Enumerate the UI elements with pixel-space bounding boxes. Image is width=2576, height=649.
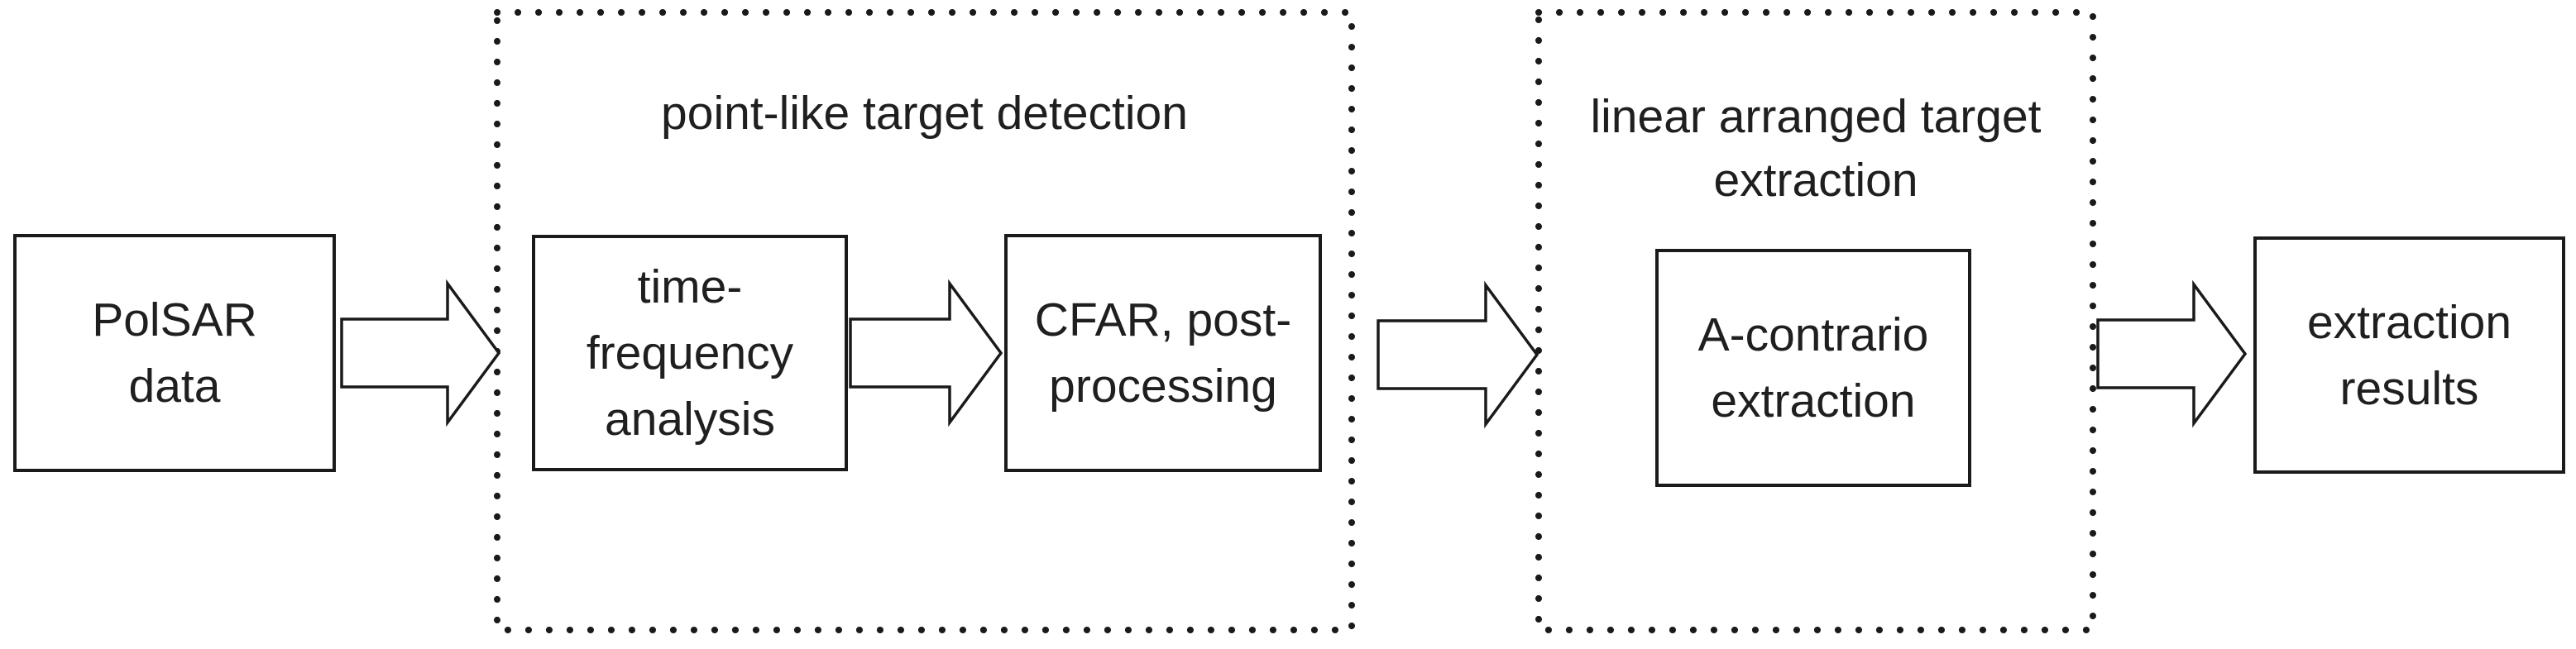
polsar-data-label: PolSAR data <box>92 293 257 413</box>
point-like-target-detection-title: point-like target detection <box>661 87 1188 140</box>
a-contrario-extraction-label: A-contrario extraction <box>1697 308 1929 427</box>
flow-arrow-icon <box>1377 280 1539 429</box>
linear-arranged-target-extraction-group-border <box>1535 9 2096 633</box>
time-frequency-analysis-label: time- frequency analysis <box>586 260 794 446</box>
cfar-post-processing-label: CFAR, post- processing <box>1034 293 1292 413</box>
a-contrario-extraction-box: A-contrario extraction <box>1655 249 1971 487</box>
flow-arrow-icon <box>340 279 501 427</box>
polsar-data-box: PolSAR data <box>13 234 336 472</box>
flow-arrow-icon <box>849 279 1003 427</box>
extraction-results-label: extraction results <box>2306 295 2512 415</box>
extraction-results-box: extraction results <box>2253 236 2565 474</box>
flow-arrow-icon <box>2096 279 2248 428</box>
time-frequency-analysis-box: time- frequency analysis <box>532 235 848 471</box>
linear-arranged-target-extraction-title: linear arranged target extraction <box>1590 90 2042 207</box>
cfar-post-processing-box: CFAR, post- processing <box>1004 234 1322 472</box>
point-like-target-detection-group-border <box>494 9 1355 633</box>
